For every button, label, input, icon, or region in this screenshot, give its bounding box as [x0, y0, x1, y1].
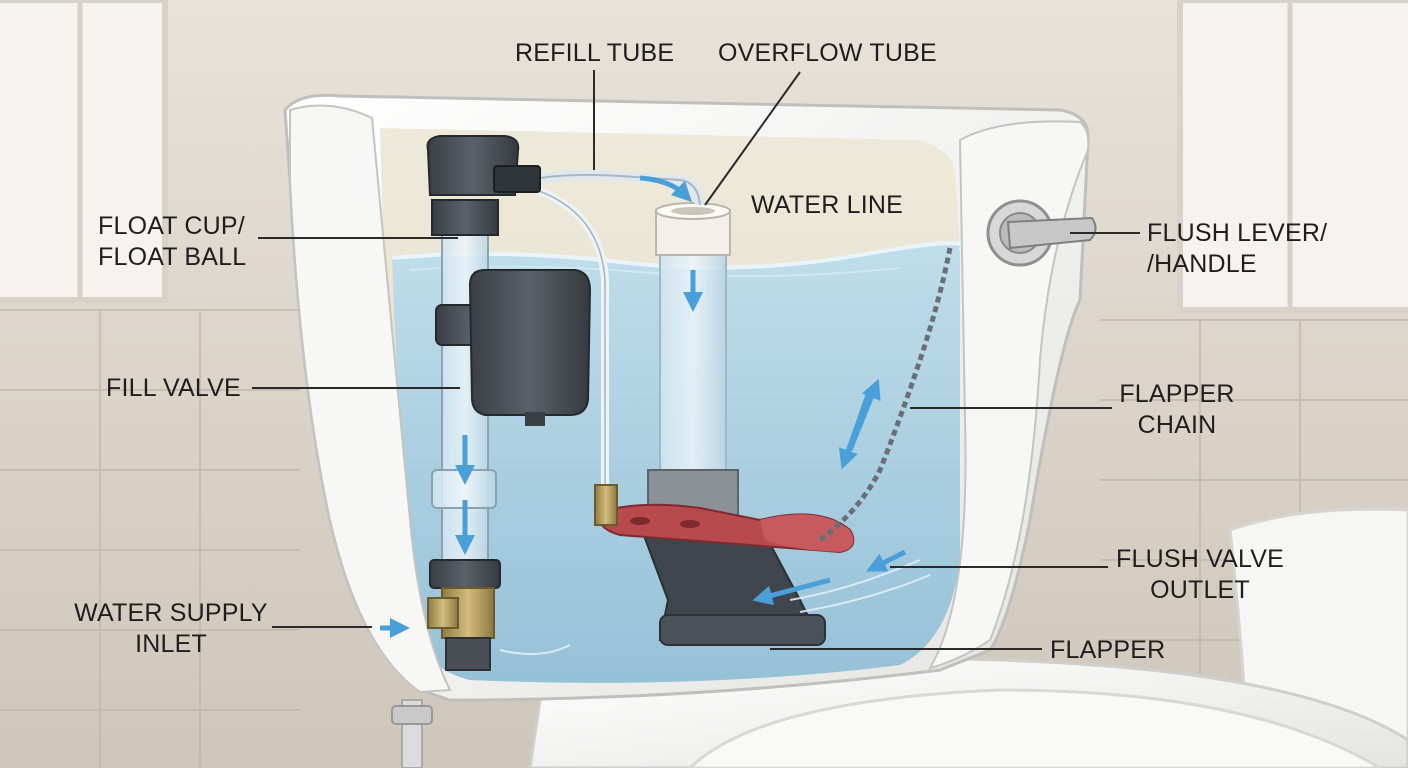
label-flush-lever-line1: FLUSH LEVER/ [1147, 219, 1328, 247]
label-flush-valve-outlet: FLUSH VALVE OUTLET [1112, 544, 1288, 606]
label-float-cup: FLOAT CUP/ FLOAT BALL [98, 211, 246, 273]
label-fill-valve: FILL VALVE [106, 374, 241, 402]
refill-flow-arrow [639, 175, 693, 203]
label-flapper: FLAPPER [1050, 636, 1166, 664]
label-float-cup-line1: FLOAT CUP/ [98, 212, 245, 240]
right-window [1177, 0, 1408, 313]
outlet-arrow-1 [866, 549, 907, 572]
label-refill-tube: REFILL TUBE [515, 39, 675, 67]
label-overflow-tube: OVERFLOW TUBE [718, 39, 937, 67]
label-water-supply-inlet: WATER SUPPLY INLET [72, 598, 270, 660]
tank-left-wall [289, 104, 452, 694]
wall-tiles [0, 309, 1408, 768]
label-water-supply-line2: INLET [135, 630, 207, 658]
label-water-supply-line1: WATER SUPPLY [74, 599, 268, 627]
outlet-arrow-2 [752, 577, 831, 606]
label-flush-valve-outlet-line1: FLUSH VALVE [1116, 545, 1284, 573]
overflow-tube-art [647, 202, 739, 526]
flow-arrows [380, 175, 907, 638]
label-flapper-chain: FLAPPER CHAIN [1112, 379, 1242, 441]
label-float-cup-line2: FLOAT BALL [98, 243, 247, 271]
label-flush-lever: FLUSH LEVER/ /HANDLE [1147, 218, 1327, 280]
refill-clip [493, 165, 541, 193]
label-water-line: WATER LINE [751, 191, 904, 219]
tank-right-wall [927, 120, 1090, 670]
label-flapper-chain-line1: FLAPPER [1119, 380, 1235, 408]
label-flapper-chain-line2: CHAIN [1137, 411, 1217, 439]
label-flush-lever-line2: /HANDLE [1147, 250, 1257, 278]
label-flush-valve-outlet-line2: OUTLET [1150, 576, 1250, 604]
brass-inlet-art [427, 587, 495, 671]
flapper-chain-art [818, 247, 953, 542]
chain-down-arrow [838, 394, 871, 470]
leader-overflow-tube [704, 71, 801, 206]
flush-lever-art [986, 199, 1097, 267]
leader-lines [252, 70, 1140, 650]
